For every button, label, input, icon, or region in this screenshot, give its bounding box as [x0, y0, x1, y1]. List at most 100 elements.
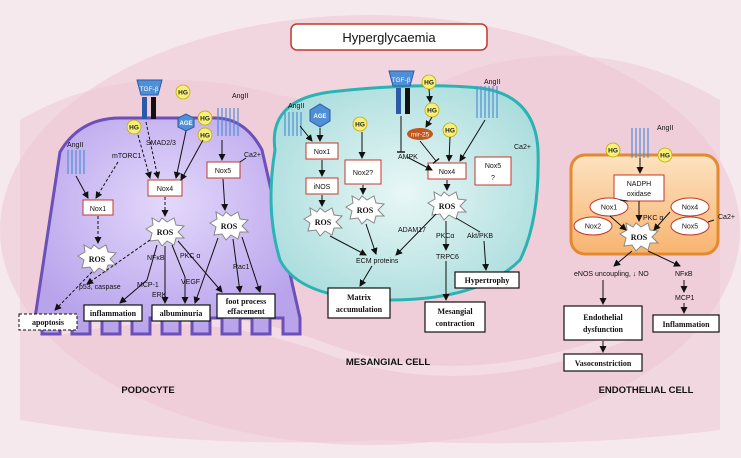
pkca-label: PKC α: [643, 215, 663, 222]
angii-receptor-icon: [631, 128, 649, 158]
foot-process-box: [216, 293, 276, 319]
endothelial-arrows: [599, 158, 715, 353]
dysfunction-label: Endothelial: [583, 313, 623, 322]
vasoconstriction-box: [563, 353, 643, 372]
nox1-box: [82, 199, 114, 216]
adam-label: ADAM17: [398, 227, 426, 234]
nox4-oval: [670, 197, 710, 217]
nox4-box: [147, 179, 183, 197]
ros-burst-icon: [303, 207, 344, 237]
trpc-label: TRPC6: [436, 254, 459, 261]
ros-burst-icon: [77, 244, 118, 274]
hg-label: HG: [200, 133, 210, 140]
mesangial-contraction-label: Mesangial: [437, 307, 473, 316]
hg-label: HG: [427, 108, 437, 115]
ros-label: ROS: [89, 255, 106, 264]
age-label: AGE: [313, 114, 326, 120]
nox5-question: ?: [491, 175, 495, 182]
hg-icon: [657, 147, 673, 163]
ros-label: ROS: [315, 218, 332, 227]
mcp1-label: MCP1: [675, 295, 695, 302]
pkca-label: PKCα: [436, 233, 454, 240]
smad-label: SMAD2/3: [146, 140, 176, 147]
matrix-box: [327, 287, 391, 319]
angii-label: AngII: [657, 125, 673, 132]
nox5-label: Nox5: [682, 224, 698, 231]
ros-label: ROS: [357, 206, 374, 215]
nox2-box: [344, 159, 382, 185]
ros-burst-icon: [345, 195, 386, 225]
inflammation-label: Inflammation: [662, 320, 710, 329]
tgfb-label: TGF-β: [392, 77, 411, 84]
hg-label: HG: [445, 128, 455, 135]
angii-label: AngII: [67, 142, 83, 149]
hg-label: HG: [355, 122, 365, 129]
title-box: Hyperglycaemia: [290, 23, 488, 51]
mcp1-label: MCP-1: [137, 282, 159, 289]
ros-burst-icon: [427, 191, 468, 221]
hg-icon: [605, 142, 621, 158]
vasoconstriction-label: Vasoconstriction: [575, 359, 632, 368]
apoptosis-box: [18, 313, 78, 331]
p53-label: p53, caspase: [79, 284, 121, 291]
nox5-label: Nox5: [215, 168, 231, 175]
angii-label: AngII: [288, 103, 304, 110]
hypertrophy-box: [454, 271, 520, 289]
mir25-label: mir-25: [411, 132, 430, 139]
nox1-label: Nox1: [314, 149, 330, 156]
angii-receptor-icon: [217, 108, 239, 136]
podocyte-title: PODOCYTE: [121, 385, 174, 396]
hg-label: HG: [660, 153, 670, 160]
mesangial-cell: MESANGIAL CELL AngII AGE HG TGF-β HG HG …: [269, 70, 540, 368]
nox4-label: Nox4: [682, 205, 698, 212]
tgfb-receptor: TGF-β: [136, 79, 163, 119]
ca-label: Ca2+: [718, 214, 735, 221]
vegf-label: VEGF: [181, 279, 200, 286]
inflammation-box: [83, 304, 143, 322]
ros-burst-icon: [209, 211, 250, 241]
dysfunction-label-2: dysfunction: [583, 325, 624, 334]
mtorc-label: mTORC1: [112, 153, 142, 160]
angii-label: AngII: [232, 93, 248, 100]
nox5-label: Nox5: [485, 163, 501, 170]
age-label: AGE: [179, 121, 192, 127]
ca-label: Ca2+: [514, 144, 531, 151]
ros-burst-icon: [145, 217, 186, 247]
ca-label: Ca2+: [244, 152, 261, 159]
angii-receptor-icon: [284, 112, 302, 136]
matrix-label: Matrix: [347, 293, 371, 302]
nox5-box: [206, 161, 241, 179]
mesangial-title: MESANGIAL CELL: [346, 357, 430, 368]
mir25-icon: [407, 128, 433, 140]
nox4-box: [427, 162, 467, 180]
nox4-label: Nox4: [157, 186, 173, 193]
hg-icon: [126, 119, 142, 135]
hg-icon: [175, 84, 191, 100]
hypertrophy-label: Hypertrophy: [465, 276, 510, 285]
nox2-label: Nox2: [585, 224, 601, 231]
hg-label: HG: [608, 148, 618, 155]
nox4-label: Nox4: [439, 169, 455, 176]
inos-box: [305, 177, 339, 195]
nox5-box: [474, 156, 512, 186]
endothelial-dysfunction-box: [563, 305, 643, 341]
endothelial-cell: ENDOTHELIAL CELL AngII HG HG Ca2+ NADPH …: [563, 125, 735, 396]
hg-icon: [197, 127, 213, 143]
ros-label: ROS: [631, 233, 648, 242]
nfkb-label: NFκB: [147, 255, 165, 262]
tgfb-label: TGF-β: [140, 86, 159, 93]
nox1-box: [305, 142, 339, 160]
inos-label: iNOS: [314, 184, 331, 191]
mesangial-contraction-label-2: contraction: [435, 319, 475, 328]
erk-label: ERK: [152, 292, 167, 299]
angii-receptor-icon: [476, 86, 498, 118]
pkca-label: PKC α: [180, 253, 200, 260]
hg-label: HG: [200, 116, 210, 123]
ecm-label: ECM proteins: [356, 258, 399, 265]
nadph-label-2: oxidase: [627, 191, 651, 198]
endothelial-title: ENDOTHELIAL CELL: [599, 385, 694, 396]
nox1-label: Nox1: [601, 205, 617, 212]
rac1-label: Rac1: [233, 264, 249, 271]
